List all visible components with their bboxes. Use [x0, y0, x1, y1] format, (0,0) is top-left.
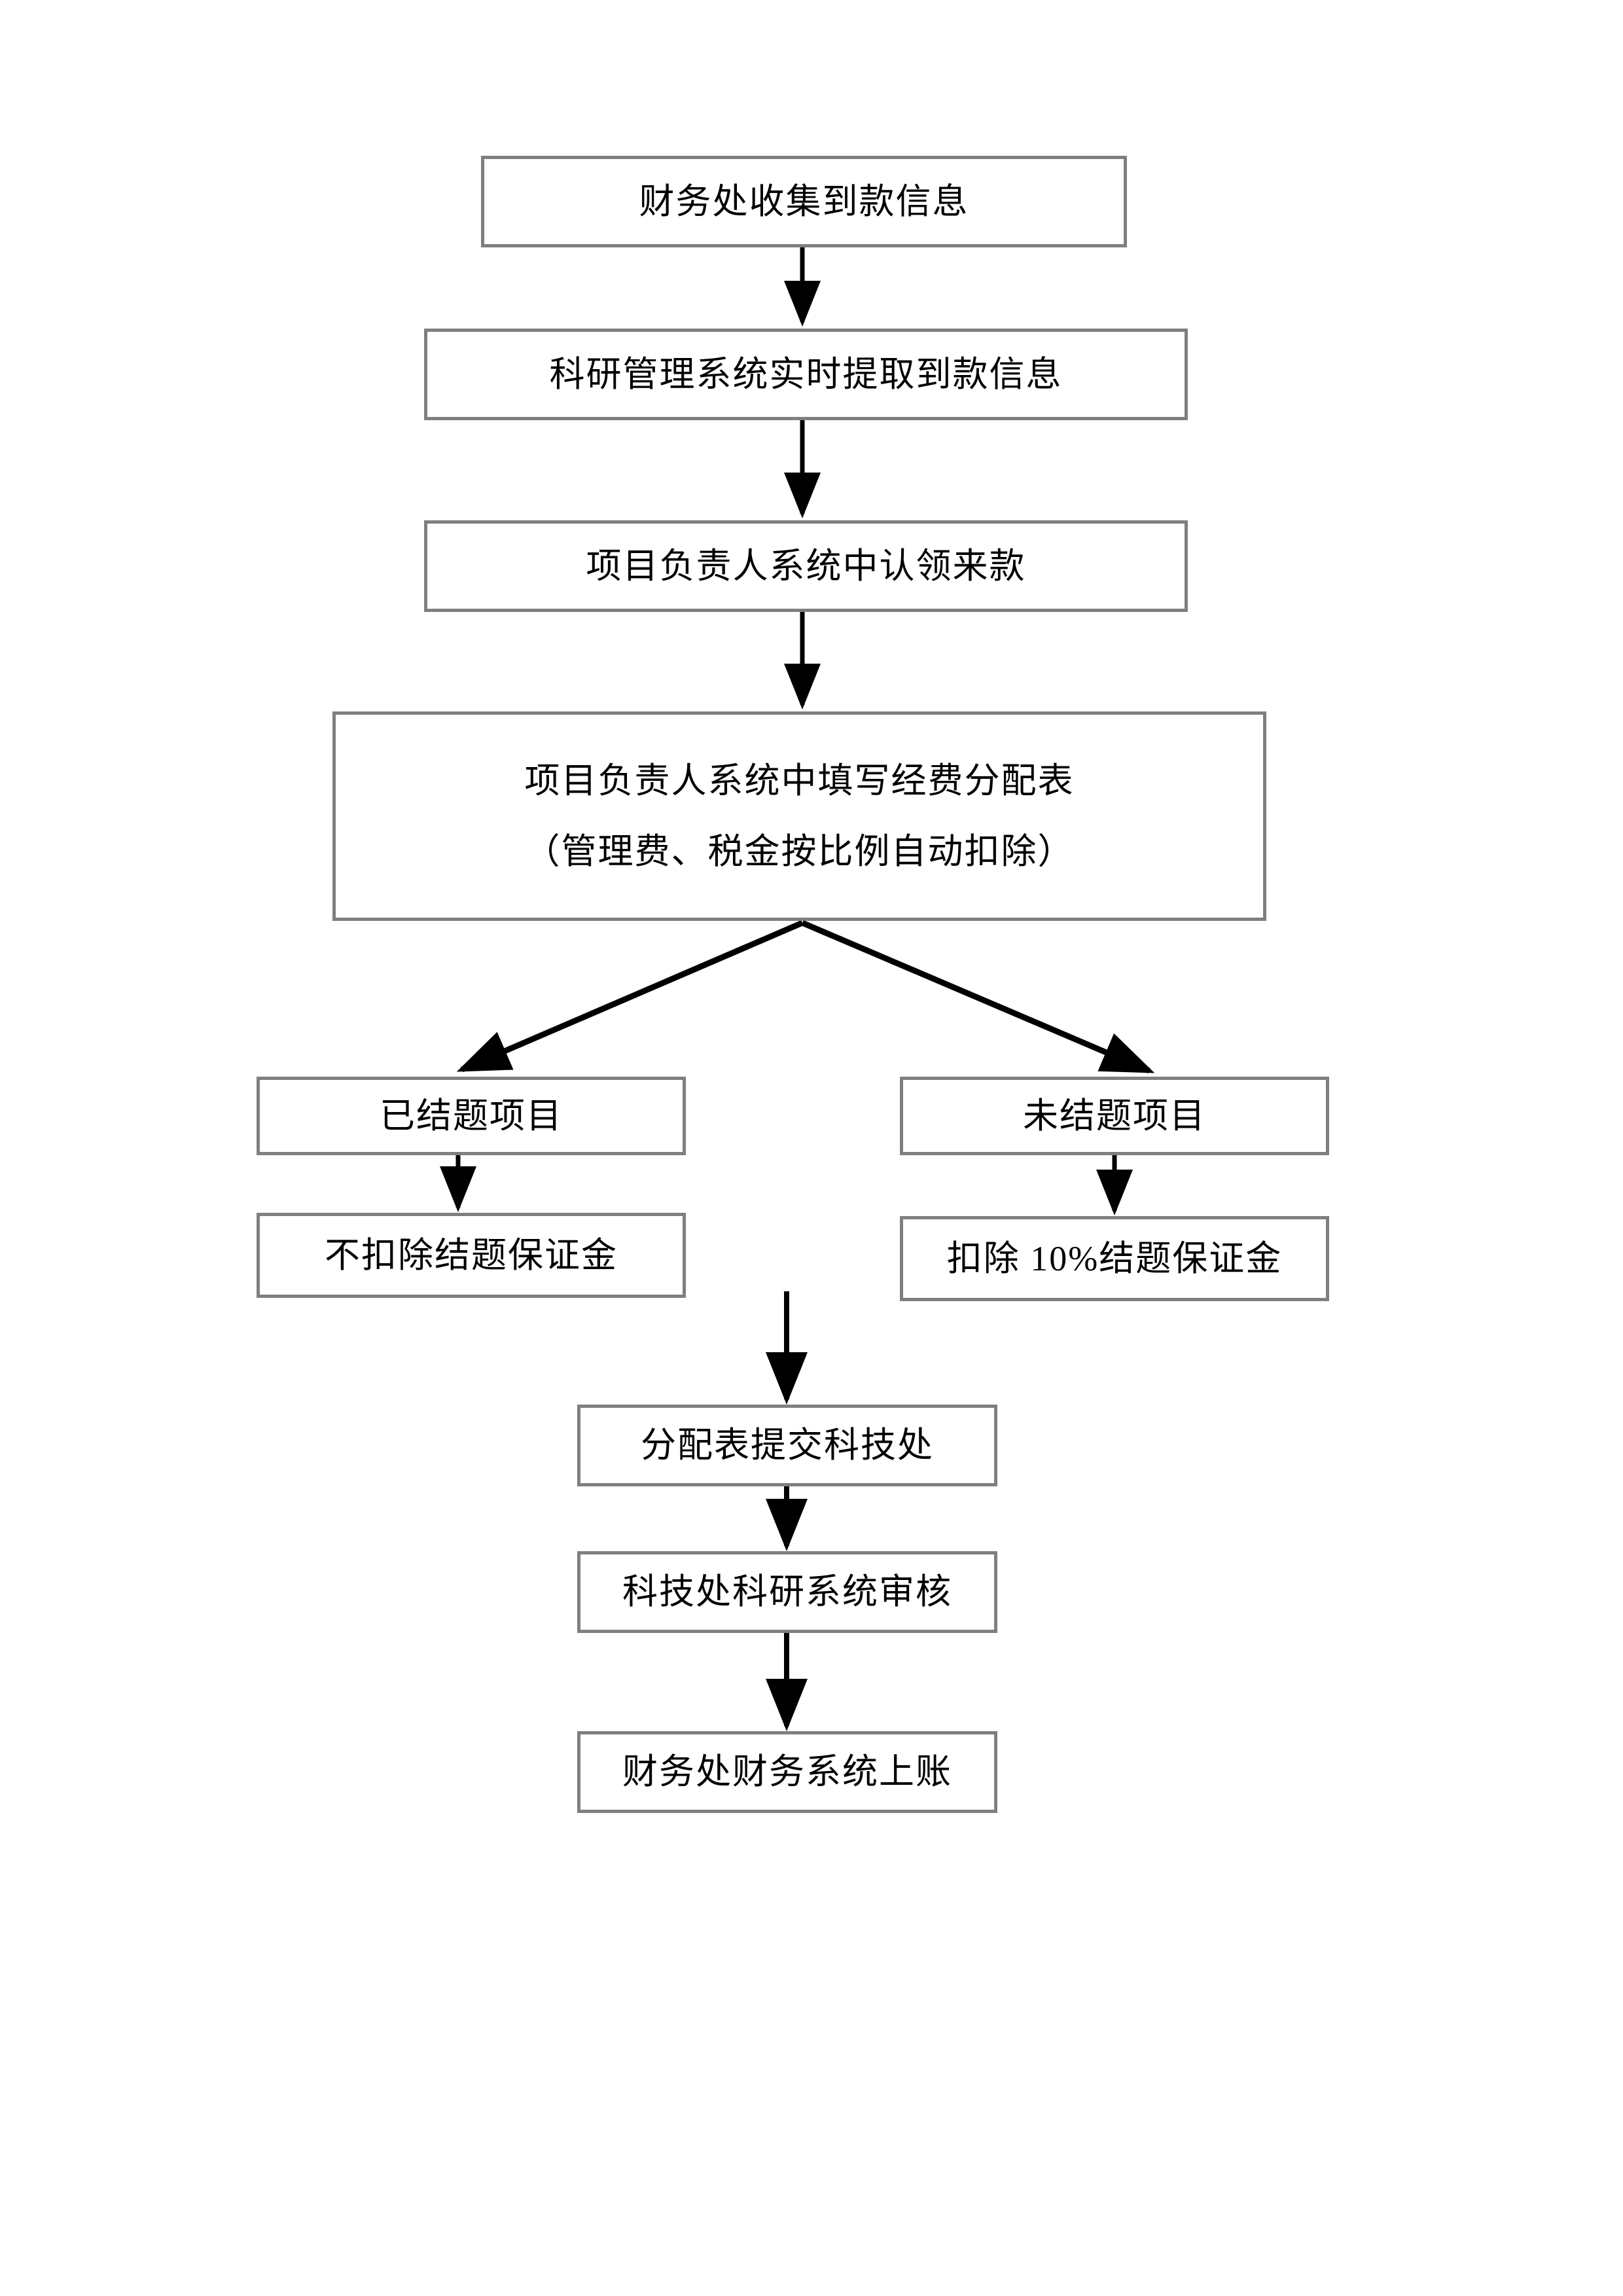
node-closed-project[interactable]: 已结题项目	[257, 1077, 686, 1155]
node-finance-system-posting[interactable]: 财务处财务系统上账	[577, 1731, 997, 1813]
node-pi-claim-payment[interactable]: 项目负责人系统中认领来款	[424, 520, 1188, 612]
node-no-deposit-deduction[interactable]: 不扣除结题保证金	[257, 1213, 686, 1298]
node-system-extract-payment-info[interactable]: 科研管理系统实时提取到款信息	[424, 329, 1188, 420]
node-label: 分配表提交科技处	[641, 1426, 934, 1465]
arrow-fillform-to-closed	[456, 920, 804, 1073]
node-label: 已结题项目	[380, 1096, 563, 1136]
node-label: 未结题项目	[1023, 1096, 1206, 1136]
node-label: 项目负责人系统中认领来款	[586, 546, 1026, 586]
node-label-line1: 项目负责人系统中填写经费分配表	[524, 761, 1075, 800]
arrow-fillform-to-open	[801, 920, 1155, 1074]
node-label: 不扣除结题保证金	[325, 1235, 618, 1275]
node-label: 财务处收集到款信息	[639, 181, 969, 221]
node-label-line2: （管理费、税金按比例自动扣除）	[524, 832, 1075, 871]
node-label: 科技处科研系统审核	[622, 1572, 952, 1612]
node-deduct-ten-percent-deposit[interactable]: 扣除 10%结题保证金	[900, 1216, 1329, 1301]
node-collect-payment-info[interactable]: 财务处收集到款信息	[481, 156, 1127, 247]
node-open-project[interactable]: 未结题项目	[900, 1077, 1329, 1155]
node-pi-fill-allocation-form[interactable]: 项目负责人系统中填写经费分配表 （管理费、税金按比例自动扣除）	[332, 711, 1266, 921]
node-submit-form-to-office[interactable]: 分配表提交科技处	[577, 1405, 997, 1486]
node-label: 财务处财务系统上账	[622, 1752, 952, 1792]
node-label: 科研管理系统实时提取到款信息	[549, 354, 1063, 394]
node-office-system-review[interactable]: 科技处科研系统审核	[577, 1551, 997, 1633]
node-label: 扣除 10%结题保证金	[946, 1238, 1283, 1278]
